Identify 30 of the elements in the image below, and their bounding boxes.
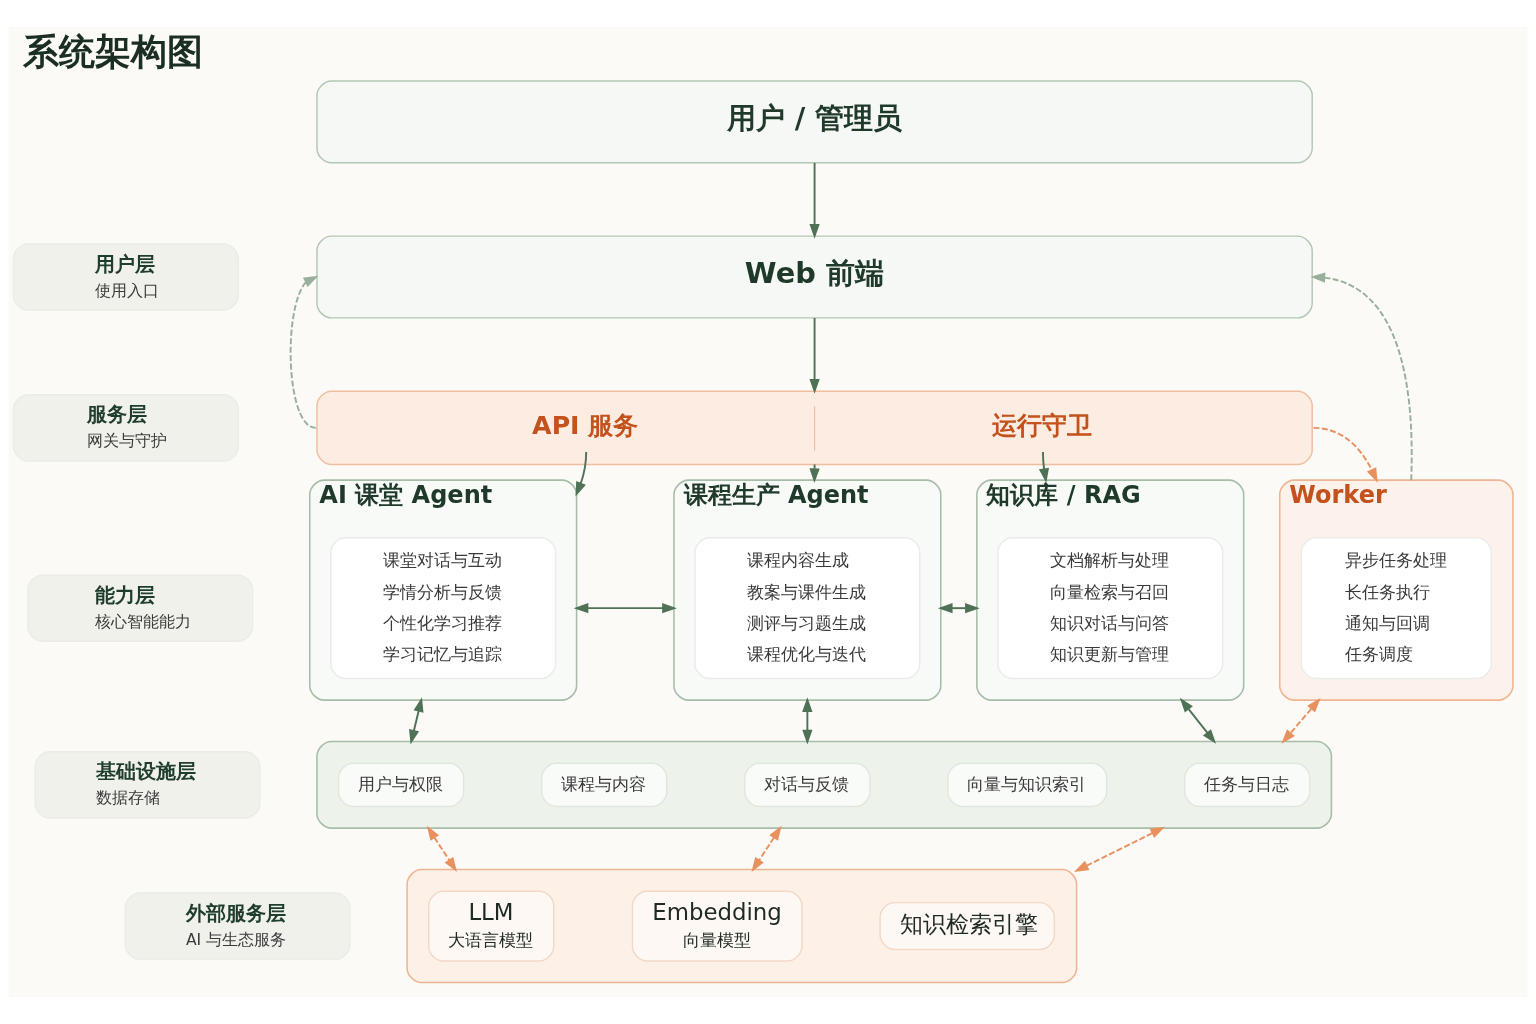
arrow	[289, 275, 319, 429]
node-box: 向量与知识索引	[947, 762, 1108, 808]
arrow	[1281, 697, 1321, 744]
arrow	[573, 603, 677, 614]
node-box: Embedding 向量模型	[631, 890, 803, 962]
diagram-title: 系统架构图	[23, 31, 204, 74]
node-box: API 服务 运行守卫	[316, 390, 1313, 466]
cluster	[316, 740, 1333, 829]
node-box: 用户与权限	[337, 762, 465, 808]
node-box: 用户 / 管理员	[316, 80, 1313, 164]
arrow	[1312, 426, 1378, 483]
cluster	[406, 868, 1078, 984]
node-box: 任务与日志	[1184, 762, 1311, 808]
arrow	[1310, 272, 1413, 482]
arrow	[751, 825, 782, 873]
arrow	[937, 603, 980, 614]
arrow	[409, 697, 424, 745]
node-box: Web 前端	[316, 235, 1313, 319]
node-box: 课程与内容	[541, 762, 668, 808]
node-box: 对话与反馈	[744, 762, 871, 808]
arrow	[575, 450, 588, 497]
arrow	[1038, 450, 1050, 483]
arrow	[1074, 826, 1166, 872]
arrow	[802, 697, 813, 745]
node-box: 知识检索引擎	[879, 901, 1056, 951]
arrow	[1179, 697, 1216, 744]
arrow	[809, 317, 820, 394]
arrow	[426, 825, 457, 873]
node-box: LLM 大语言模型	[428, 890, 555, 962]
arrow	[809, 161, 820, 239]
